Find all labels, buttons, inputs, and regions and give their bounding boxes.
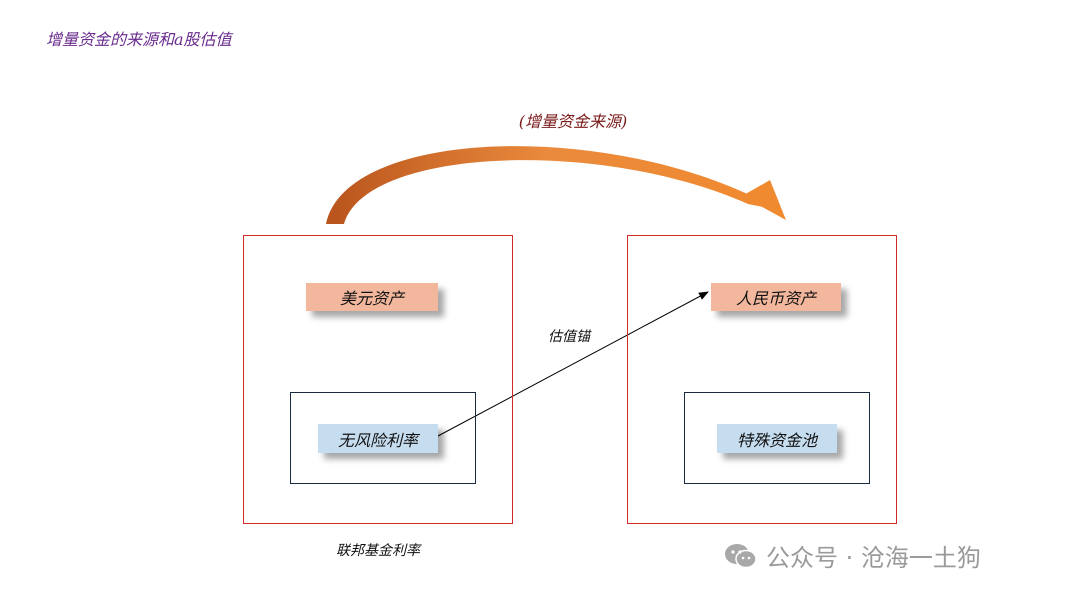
valuation-anchor-label: 估值锚 [548, 329, 590, 345]
flow-arc [326, 146, 768, 224]
flow-label: (增量资金来源) [518, 112, 628, 131]
fed-funds-rate-label: 联邦基金利率 [336, 543, 420, 559]
watermark-text: 公众号 · 沧海一土狗 [766, 544, 981, 572]
page-title: 增量资金的来源和a股估值 [46, 30, 232, 49]
right-inner-frame [684, 392, 870, 484]
left-frame [243, 235, 513, 524]
right-frame [627, 235, 897, 524]
rmb-assets-box: 人民币资产 [711, 283, 841, 311]
watermark: 公众号 · 沧海一土狗 [724, 538, 981, 573]
special-fund-pool-box: 特殊资金池 [717, 424, 837, 453]
usd-assets-box: 美元资产 [306, 283, 438, 311]
valuation-anchor-arrow [437, 291, 709, 437]
left-inner-frame [290, 392, 476, 484]
flow-arc-head [742, 180, 786, 220]
risk-free-rate-box: 无风险利率 [318, 424, 438, 453]
wechat-icon [725, 543, 757, 568]
